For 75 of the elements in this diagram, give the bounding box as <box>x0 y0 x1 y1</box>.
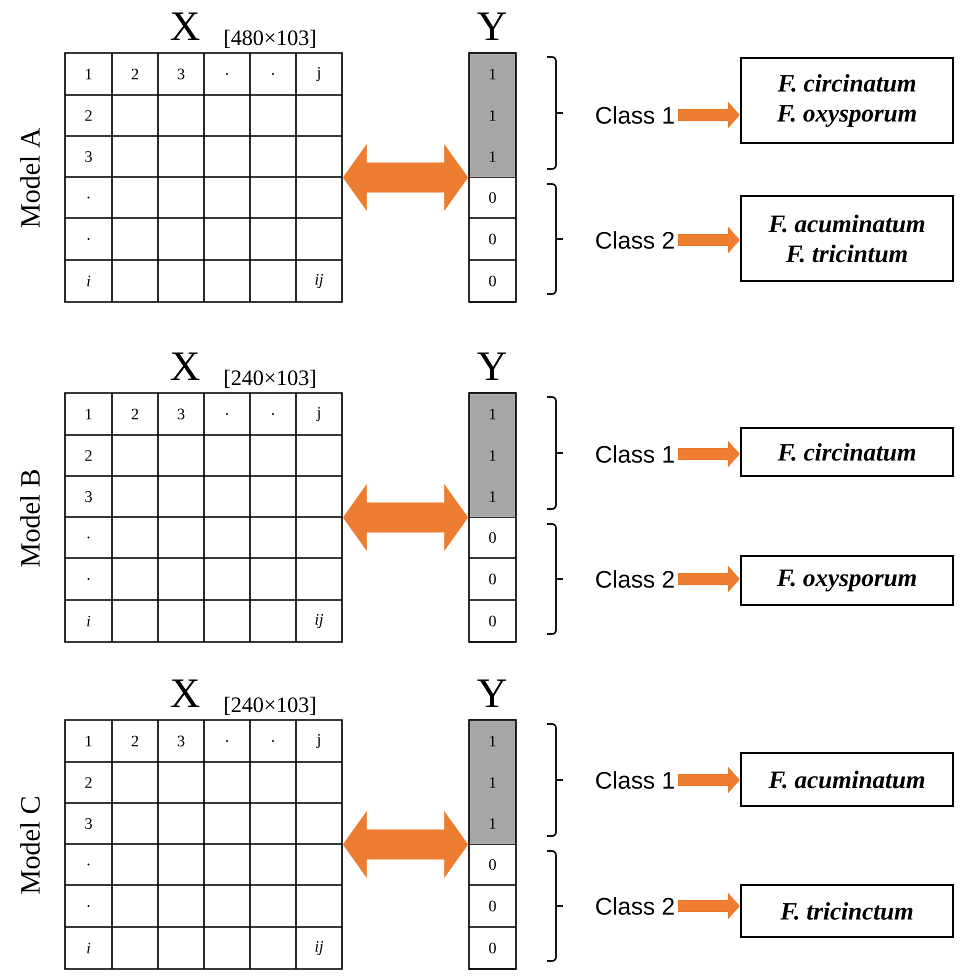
cell-value: . <box>88 196 90 198</box>
cell-value: 2 <box>85 777 92 788</box>
cell-value: 1 <box>86 68 92 80</box>
cell-value: 0 <box>489 234 496 244</box>
cell-value: 2 <box>132 408 138 420</box>
class-label: Class 1 <box>596 445 674 463</box>
cell-value: 3 <box>85 818 92 829</box>
cell-value: i <box>87 616 90 626</box>
cell-value: 1 <box>490 818 496 829</box>
cell-value: 1 <box>86 408 92 420</box>
matrix-size: [480×103] <box>225 30 315 48</box>
cell-value: 1 <box>490 68 496 80</box>
cell-value: 3 <box>178 408 184 420</box>
matrix-size: [240×103] <box>225 696 315 715</box>
cell-value: 0 <box>489 900 496 912</box>
matrix-heading: X <box>170 12 200 40</box>
cell-value: 1 <box>490 736 496 746</box>
cell-value: 3 <box>85 491 92 502</box>
matrix-heading: X <box>170 352 200 380</box>
cell-value: i <box>87 276 90 286</box>
matrix-size: [240×103] <box>225 370 315 388</box>
class-label: Class 2 <box>596 231 674 249</box>
cell-value: . <box>226 73 228 75</box>
cell-value: ij <box>315 614 324 628</box>
cell-value: 0 <box>489 616 496 626</box>
cell-value: 0 <box>489 532 496 543</box>
cell-value: . <box>226 740 228 742</box>
vector-heading: Y <box>477 12 506 40</box>
vector-heading: Y <box>477 352 506 380</box>
class-label: Class 1 <box>596 106 674 124</box>
cell-value: 1 <box>490 491 496 502</box>
cell-value: 0 <box>489 574 496 584</box>
matrix-heading: X <box>170 680 200 707</box>
cell-value: 0 <box>489 859 496 870</box>
cell-value: . <box>88 536 90 538</box>
cell-value: 1 <box>490 110 496 121</box>
cell-value: . <box>88 864 90 866</box>
cell-value: 3 <box>85 151 92 162</box>
cell-value: 3 <box>178 68 184 80</box>
cell-value: j <box>316 67 320 81</box>
cell-value: ij <box>315 274 324 288</box>
cell-value: 1 <box>86 736 92 746</box>
cell-value: . <box>88 238 90 240</box>
cell-value: 1 <box>490 408 496 420</box>
cell-value: 1 <box>490 151 496 162</box>
class-label: Class 1 <box>596 771 674 789</box>
vector-heading: Y <box>477 680 506 707</box>
cell-value: 2 <box>132 736 138 746</box>
cell-value: . <box>88 578 90 580</box>
cell-value: 2 <box>85 450 92 461</box>
species-box: F. tricinctum <box>740 884 954 938</box>
species-box: F. circinatum F. oxysporum <box>740 57 954 144</box>
class-label: Class 2 <box>596 570 674 588</box>
cell-value: . <box>272 740 274 742</box>
cell-value: 0 <box>489 942 496 954</box>
cell-value: 2 <box>85 110 92 121</box>
species-box: F. circinatum <box>740 427 954 477</box>
cell-value: 1 <box>490 777 496 788</box>
cell-value: 0 <box>489 276 496 286</box>
cell-value: 2 <box>132 68 138 80</box>
cell-value: . <box>272 73 274 75</box>
species-box: F. acuminatum F. tricintum <box>740 195 954 282</box>
cell-value: . <box>226 413 228 415</box>
cell-value: 1 <box>490 450 496 461</box>
cell-value: 3 <box>178 736 184 746</box>
class-label: Class 2 <box>596 897 674 915</box>
cell-value: j <box>316 734 320 748</box>
cell-value: . <box>88 905 90 907</box>
cell-value: i <box>87 942 90 954</box>
cell-value: j <box>316 407 320 421</box>
cell-value: 0 <box>489 192 496 203</box>
cell-value: ij <box>315 941 324 955</box>
species-box: F. oxysporum <box>740 555 954 606</box>
species-box: F. acuminatum <box>740 752 954 807</box>
cell-value: . <box>272 413 274 415</box>
